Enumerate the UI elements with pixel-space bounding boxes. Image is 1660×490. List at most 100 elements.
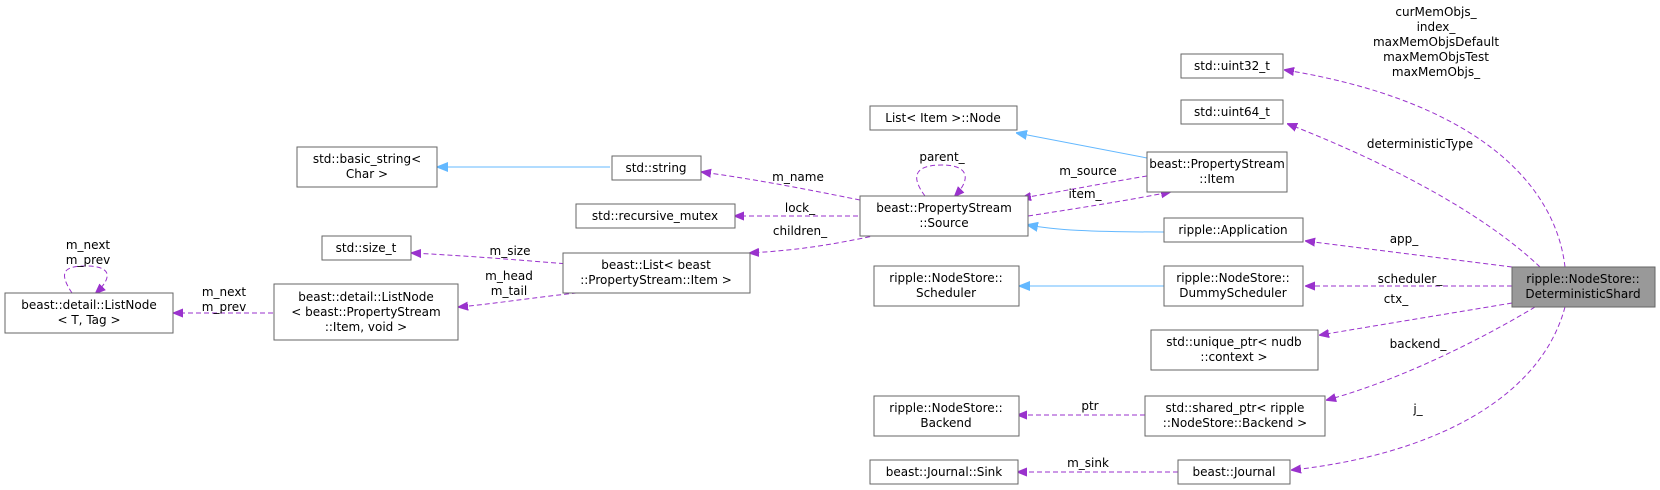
node-journal[interactable]: beast::Journal xyxy=(1177,459,1291,485)
node-recursive-mutex[interactable]: std::recursive_mutex xyxy=(575,203,736,229)
svg-text:maxMemObjsTest: maxMemObjsTest xyxy=(1383,50,1489,64)
svg-text:DeterministicShard: DeterministicShard xyxy=(1525,287,1640,301)
node-list-item-node[interactable]: List< Item >::Node xyxy=(869,105,1018,131)
node-unique-ptr[interactable]: std::unique_ptr< nudb ::context > xyxy=(1150,329,1319,371)
svg-text:beast::detail::ListNode: beast::detail::ListNode xyxy=(21,298,157,312)
label-m-head-tail: m_head m_tail xyxy=(485,269,533,298)
svg-text:< T, Tag >: < T, Tag > xyxy=(57,313,120,327)
node-dummy-scheduler[interactable]: ripple::NodeStore:: DummyScheduler xyxy=(1163,265,1304,307)
label-deterministic-type: deterministicType xyxy=(1367,137,1473,151)
svg-text:std::unique_ptr< nudb: std::unique_ptr< nudb xyxy=(1166,335,1301,349)
svg-text:std::string: std::string xyxy=(625,161,686,175)
edge-blist-sizet xyxy=(412,253,581,266)
node-propertystream-source[interactable]: beast::PropertyStream ::Source xyxy=(859,195,1029,237)
edge-focus-uint32 xyxy=(1285,70,1566,268)
label-uint32-members: curMemObjs_ index_ maxMemObjsDefault max… xyxy=(1373,5,1499,79)
node-detail-listnode[interactable]: beast::detail::ListNode < T, Tag > xyxy=(4,292,174,334)
svg-text:curMemObjs_: curMemObjs_ xyxy=(1395,5,1477,19)
label-parent: parent_ xyxy=(919,150,965,164)
edge-focus-application xyxy=(1306,241,1513,268)
svg-text:ripple::NodeStore::: ripple::NodeStore:: xyxy=(889,271,1002,285)
label-scheduler: scheduler_ xyxy=(1378,272,1444,286)
node-scheduler[interactable]: ripple::NodeStore:: Scheduler xyxy=(873,265,1020,307)
svg-text:::PropertyStream::Item >: ::PropertyStream::Item > xyxy=(580,273,732,287)
svg-text:beast::Journal: beast::Journal xyxy=(1193,465,1276,479)
svg-text:Char >: Char > xyxy=(346,167,388,181)
label-m-name: m_name xyxy=(772,170,824,184)
label-j: j_ xyxy=(1412,402,1423,416)
svg-text:maxMemObjsDefault: maxMemObjsDefault xyxy=(1373,35,1499,49)
label-m-size: m_size xyxy=(490,244,531,258)
node-backend[interactable]: ripple::NodeStore:: Backend xyxy=(873,395,1020,437)
svg-text:::context >: ::context > xyxy=(1200,350,1267,364)
node-deterministic-shard[interactable]: ripple::NodeStore:: DeterministicShard xyxy=(1511,266,1656,308)
node-shared-ptr[interactable]: std::shared_ptr< ripple ::NodeStore::Bac… xyxy=(1144,395,1326,437)
svg-text:beast::PropertyStream: beast::PropertyStream xyxy=(1149,157,1285,171)
svg-text:std::uint32_t: std::uint32_t xyxy=(1194,59,1270,73)
svg-text:std::basic_string<: std::basic_string< xyxy=(313,152,421,166)
node-beast-list[interactable]: beast::List< beast ::PropertyStream::Ite… xyxy=(562,252,751,294)
edge-psitem-listnodeitem xyxy=(1017,133,1148,159)
label-self-next-prev: m_next m_prev xyxy=(66,238,111,267)
edge-dlistnode-self xyxy=(63,265,108,293)
edge-focus-journal xyxy=(1292,306,1566,470)
svg-text:index_: index_ xyxy=(1417,20,1457,34)
svg-text:m_prev: m_prev xyxy=(202,300,246,314)
edge-psitem-pssource xyxy=(1022,175,1148,198)
svg-text:ripple::NodeStore::: ripple::NodeStore:: xyxy=(1176,271,1289,285)
svg-text:List< Item >::Node: List< Item >::Node xyxy=(885,111,1000,125)
label-backend: backend_ xyxy=(1390,337,1448,351)
node-propertystream-item[interactable]: beast::PropertyStream ::Item xyxy=(1146,151,1288,193)
svg-text:DummyScheduler: DummyScheduler xyxy=(1179,286,1286,300)
node-application[interactable]: ripple::Application xyxy=(1163,217,1304,243)
label-next-prev: m_next m_prev xyxy=(202,285,247,314)
svg-text:ripple::NodeStore::: ripple::NodeStore:: xyxy=(889,401,1002,415)
svg-text:std::uint64_t: std::uint64_t xyxy=(1194,105,1270,119)
node-size-t[interactable]: std::size_t xyxy=(321,235,412,261)
edge-pssource-blist xyxy=(750,234,879,253)
label-m-sink: m_sink xyxy=(1067,456,1109,470)
edge-focus-uniqueptr xyxy=(1320,302,1513,335)
edge-pssource-self xyxy=(916,164,966,196)
label-children: children_ xyxy=(773,224,828,238)
label-app: app_ xyxy=(1390,232,1420,246)
node-std-string[interactable]: std::string xyxy=(611,155,702,181)
edge-focus-uint64 xyxy=(1288,124,1541,268)
svg-text:m_head: m_head xyxy=(485,269,533,283)
edges xyxy=(63,70,1566,472)
svg-text:std::shared_ptr< ripple: std::shared_ptr< ripple xyxy=(1166,401,1305,415)
svg-text:beast::Journal::Sink: beast::Journal::Sink xyxy=(886,465,1003,479)
svg-text:beast::detail::ListNode: beast::detail::ListNode xyxy=(298,290,434,304)
svg-text:m_tail: m_tail xyxy=(491,284,527,298)
svg-text:maxMemObjs_: maxMemObjs_ xyxy=(1392,65,1481,79)
inheritance-edges xyxy=(438,133,1165,286)
node-uint32[interactable]: std::uint32_t xyxy=(1180,53,1284,79)
svg-text:std::size_t: std::size_t xyxy=(336,241,397,255)
edge-labels: curMemObjs_ index_ maxMemObjsDefault max… xyxy=(66,5,1500,470)
node-basic-string[interactable]: std::basic_string< Char > xyxy=(296,146,438,188)
edge-blist-dlistnodeitem xyxy=(459,291,586,307)
edge-focus-sharedptr xyxy=(1327,306,1536,400)
edge-application-pssource xyxy=(1028,225,1165,233)
label-m-source: m_source xyxy=(1059,164,1117,178)
label-item: item_ xyxy=(1068,187,1102,201)
node-uint64[interactable]: std::uint64_t xyxy=(1180,99,1284,125)
svg-text:Scheduler: Scheduler xyxy=(916,286,976,300)
svg-text:< beast::PropertyStream: < beast::PropertyStream xyxy=(291,305,440,319)
svg-text:beast::PropertyStream: beast::PropertyStream xyxy=(876,201,1012,215)
label-ptr: ptr xyxy=(1081,399,1098,413)
edge-pssource-string xyxy=(702,172,861,201)
node-detail-listnode-item[interactable]: beast::detail::ListNode < beast::Propert… xyxy=(273,283,459,341)
edge-pssource-psitem xyxy=(1027,192,1170,217)
node-journal-sink[interactable]: beast::Journal::Sink xyxy=(869,459,1019,485)
label-ctx: ctx_ xyxy=(1384,292,1409,306)
svg-text:::Source: ::Source xyxy=(919,216,968,230)
svg-text:::Item, void >: ::Item, void > xyxy=(325,320,407,334)
svg-text:ripple::NodeStore::: ripple::NodeStore:: xyxy=(1526,272,1639,286)
svg-text:ripple::Application: ripple::Application xyxy=(1178,223,1287,237)
svg-text:m_prev: m_prev xyxy=(66,253,110,267)
svg-text:Backend: Backend xyxy=(920,416,971,430)
svg-text:::Item: ::Item xyxy=(1199,172,1234,186)
svg-text:m_next: m_next xyxy=(66,238,111,252)
